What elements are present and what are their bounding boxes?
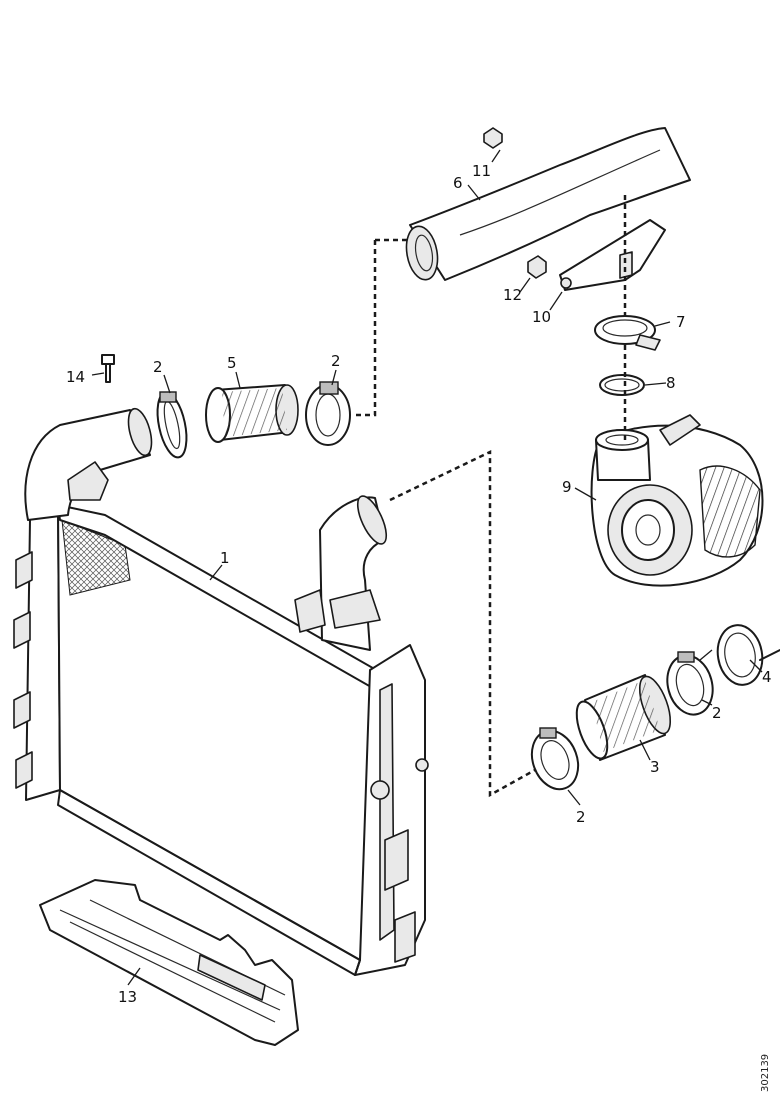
clamp-2-upper-right (305, 381, 351, 446)
nut-12 (527, 255, 547, 279)
callout-2-lower-right: 2 (712, 704, 722, 722)
callout-5: 5 (227, 354, 237, 372)
clamp-7 (594, 315, 661, 351)
core-left-elbow (24, 407, 153, 521)
callout-12: 12 (503, 286, 522, 304)
clamp-2-lower-left (530, 727, 580, 791)
callout-9: 9 (562, 478, 572, 496)
callout-2-lower-left: 2 (576, 808, 586, 826)
callout-10: 10 (532, 308, 551, 326)
clamp-2-upper-left (156, 391, 188, 459)
bolt-11 (483, 127, 503, 149)
charge-air-pipe (405, 127, 691, 281)
intercooler-core (13, 504, 429, 976)
hose-3 (575, 674, 672, 761)
callout-11: 11 (472, 162, 491, 180)
callout-6: 6 (453, 174, 463, 192)
callouts: 1 2 5 2 14 6 11 12 10 7 8 9 4 2 3 2 13 (66, 162, 772, 1006)
bottom-shield (39, 879, 299, 1046)
clamp-2-lower-right (666, 651, 714, 716)
callout-2-upper-left: 2 (153, 358, 163, 376)
drawing-reference-code: 302139 (760, 1054, 771, 1092)
callout-3: 3 (650, 758, 660, 776)
callout-2-upper-right: 2 (331, 352, 341, 370)
core-right-elbow (294, 495, 388, 651)
bracket-10 (559, 219, 666, 291)
callout-13: 13 (118, 988, 137, 1006)
bolt-14 (101, 354, 115, 383)
callout-4: 4 (762, 668, 772, 686)
ring-4 (716, 624, 780, 686)
callout-1: 1 (220, 549, 230, 567)
o-ring-8 (599, 374, 645, 396)
leader-lines (91, 149, 763, 986)
hose-5 (205, 384, 299, 443)
assembly-lines (355, 195, 627, 798)
callout-14: 14 (66, 368, 85, 386)
turbocharger (590, 414, 764, 587)
callout-8: 8 (666, 374, 676, 392)
callout-7: 7 (676, 313, 686, 331)
